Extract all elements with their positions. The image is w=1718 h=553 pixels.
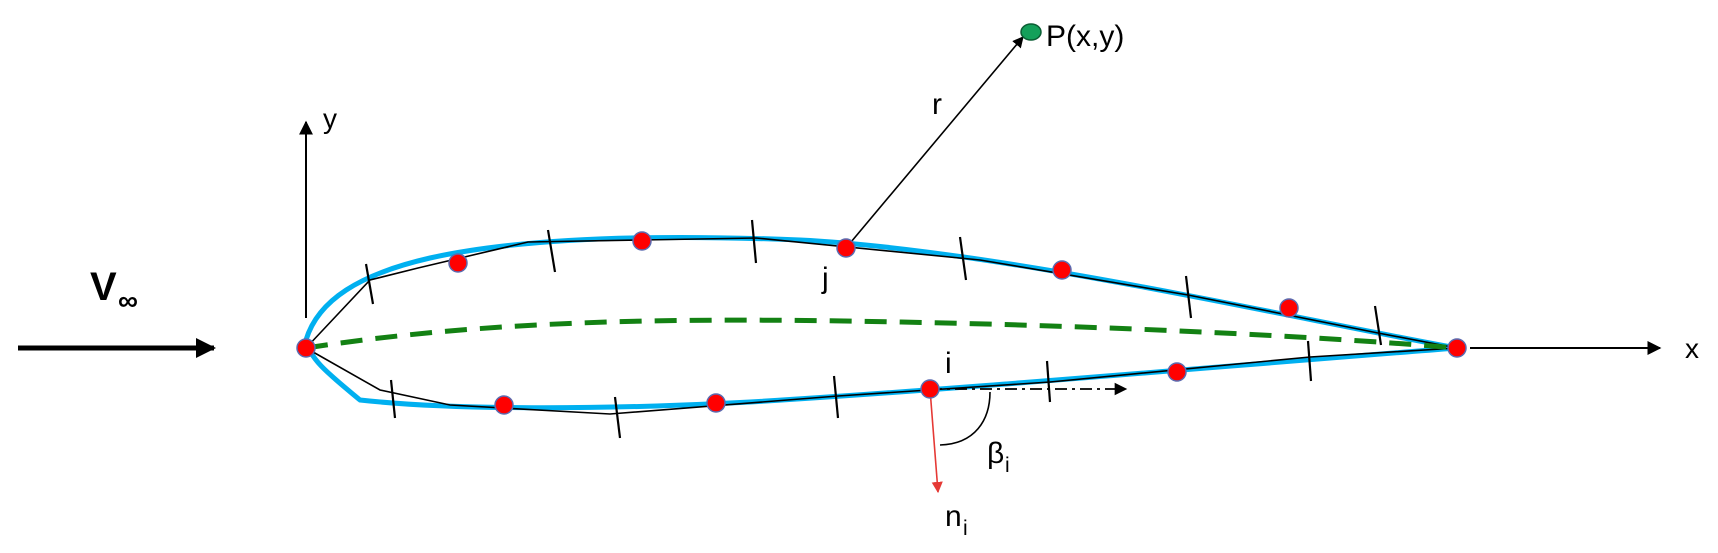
panel-tick	[958, 236, 968, 281]
panel-tick	[364, 263, 375, 305]
field-point-label: P(x,y)	[1046, 20, 1124, 53]
control-point	[1279, 298, 1299, 318]
y-axis-label: y	[323, 103, 337, 134]
distance-vector-r	[845, 36, 1024, 249]
panel-polygon	[304, 237, 1458, 415]
angle-arc	[939, 391, 991, 446]
x-axis-label: x	[1685, 333, 1699, 364]
panel-tick	[1045, 360, 1052, 403]
panel-tick	[1373, 305, 1383, 346]
normal-subscript: i	[963, 517, 968, 540]
control-point	[1052, 260, 1072, 280]
panel-tick	[389, 379, 397, 419]
panel-tick	[750, 219, 758, 264]
panel-j-label: j	[821, 262, 829, 295]
angle-subscript: i	[1005, 454, 1010, 477]
freestream-subscript: ∞	[118, 285, 138, 316]
panel-tick	[832, 375, 840, 419]
control-point	[494, 395, 514, 415]
panel-i-label: i	[945, 347, 952, 380]
control-point	[448, 253, 468, 273]
control-point	[706, 393, 726, 413]
field-point	[1020, 23, 1042, 41]
control-point	[632, 231, 652, 251]
panel-tick	[1306, 340, 1313, 382]
camber-line	[305, 317, 1458, 351]
normal-vector	[929, 388, 943, 494]
control-point	[1167, 362, 1187, 382]
control-point-j	[836, 238, 856, 258]
normal-label: n	[945, 500, 962, 533]
panel-tick	[613, 396, 622, 439]
panel-tick	[1184, 275, 1193, 319]
control-point	[1447, 338, 1467, 358]
control-point-i	[920, 379, 940, 399]
control-point	[296, 338, 316, 358]
distance-label: r	[932, 88, 942, 121]
panel-tick	[546, 229, 557, 273]
freestream-label: V	[90, 265, 117, 309]
angle-label: β	[987, 437, 1004, 470]
panel-boundary-ticks	[364, 219, 1383, 439]
control-points	[296, 231, 1467, 415]
